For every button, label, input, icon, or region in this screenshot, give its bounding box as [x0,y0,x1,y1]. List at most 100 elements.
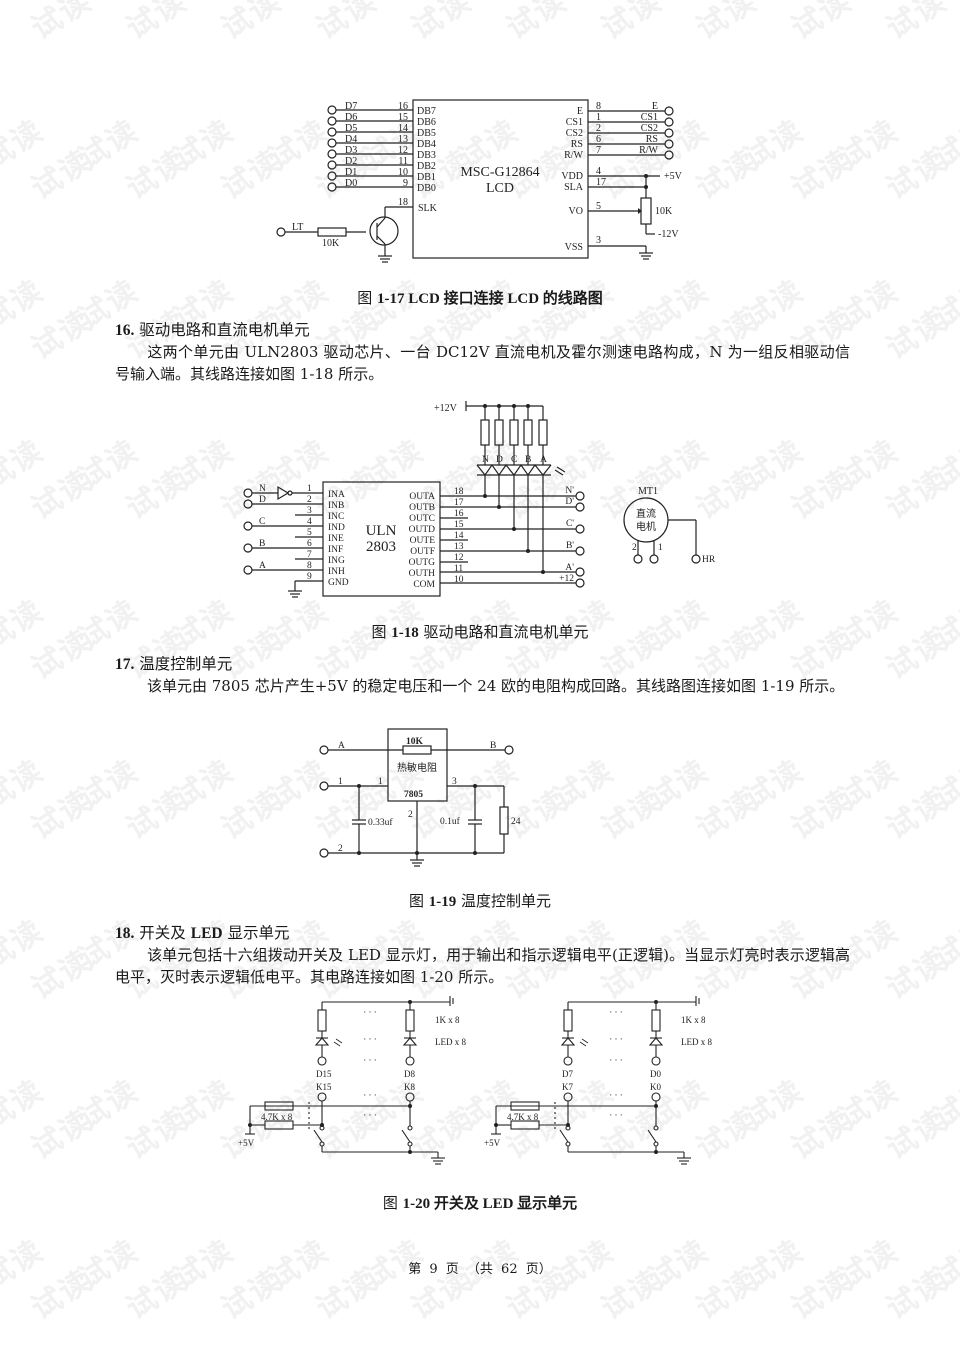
signal-label: D2 [345,156,357,167]
regulator-label: 7805 [404,790,423,800]
section-title: 开关及 [134,924,191,942]
vcc-label: +5V [484,1138,501,1148]
terminal-label: 1 [338,777,343,787]
pin-label: OUTE [410,536,436,546]
section-18-body: 该单元包括十六组拨动开关及 LED 显示灯，用于输出和指示逻辑电平(正逻辑)。当… [115,944,850,988]
section-16-heading: 16. 驱动电路和直流电机单元 [115,318,310,340]
signal-label: E [652,101,658,112]
pin-number: 14 [454,531,464,541]
pullup-label: 4.7K x 8 [261,1112,293,1122]
pin-number: 9 [307,572,312,582]
pin-number: 8 [596,101,601,112]
pin-label: VSS [565,242,583,253]
terminal-label: 2 [338,844,343,854]
signal-label: N' [565,486,574,496]
caption-text: 驱动电路和直流电机单元 [418,623,589,641]
led-terminal-label: D8 [404,1069,415,1079]
led-terminal-label: D0 [650,1069,661,1079]
caption-prefix: 图 [357,289,377,307]
pin-label: GND [328,578,349,588]
section-17-body: 该单元由 7805 芯片产生+5V 的稳定电压和一个 24 欧的电阻构成回路。其… [115,675,850,697]
led-array-label: LED x 8 [681,1037,712,1047]
supply-label: -12V [658,229,679,240]
signal-label: CS2 [641,123,658,134]
pin-label: IND [328,523,345,533]
caption-number: 1-17 [376,291,405,307]
ellipsis: · · · [609,1055,623,1065]
pin-label: SLA [564,182,584,193]
supply-label: +12V [434,403,458,414]
capacitor-label: 0.1uf [440,816,461,827]
pin-number: 1 [596,112,601,123]
figure-1-19-temperature-circuit: A B 1 2 10K 热敏电阻 7805 1 2 3 0.33uf 0.1uf… [319,728,521,867]
pin-label: OUTD [409,525,436,535]
section-title: 驱动电路和直流电机单元 [134,321,310,339]
pot-label: 10K [655,206,673,217]
paragraph-text: 该单元包括十六组拨动开关及 LED 显示灯，用于输出和指示逻辑电平(正逻辑)。当… [115,946,850,986]
figure-1-18-caption: 图 1-18 驱动电路和直流电机单元 [0,621,960,642]
caption-number: 1-19 [428,894,457,910]
signal-label: D1 [345,167,357,178]
caption-text: LCD 接口连接 LCD 的线路图 [404,291,603,307]
ellipsis: · · · [363,1034,377,1044]
ellipsis: · · · [363,1007,377,1017]
resistor-label: 10K [322,238,340,249]
pin-label: DB2 [417,161,436,172]
pin-number: 4 [596,166,601,177]
terminal-label: A [338,741,345,751]
resistor-array-label: 1K x 8 [435,1015,460,1025]
pin-number: 9 [403,178,408,189]
pin-number: 7 [307,550,312,560]
pin-label: DB6 [417,117,436,128]
signal-label: D5 [345,123,357,134]
pin-label: INB [328,501,344,511]
section-17-heading: 17. 温度控制单元 [115,652,232,674]
pin-label: CS2 [566,128,583,139]
pin-number: 5 [596,201,601,212]
signal-label: RS [646,134,658,145]
thermistor-label: 热敏电阻 [397,761,437,774]
switch-terminal-label: K7 [562,1082,573,1092]
figure-1-17-caption: 图 1-17 LCD 接口连接 LCD 的线路图 [0,287,960,308]
pin-number: 12 [398,145,408,156]
pin-label: OUTH [409,569,436,579]
led-terminal-label: D7 [562,1069,573,1079]
pin-label: R/W [564,150,583,161]
pin-number: 2 [307,495,312,505]
pin-number: 5 [307,528,312,538]
led-label: N [482,455,489,465]
switch-terminal-label: K8 [404,1082,415,1092]
pin-label: RS [571,139,583,150]
pin-number: 3 [307,506,312,516]
pin-number: 14 [398,123,408,134]
switch-led-group: · · · · · · · · · · · · · · · 1K x 8 LED… [484,996,712,1165]
pin-number: 6 [596,134,601,145]
pin-number: 18 [398,197,408,208]
pin-number: 3 [596,235,601,246]
pin-number: 1 [307,484,312,494]
pin-label: DB7 [417,106,436,117]
pin-label: DB4 [417,139,436,150]
signal-label: D4 [345,134,357,145]
lcd-chip-name: MSC-G12864 [460,165,539,180]
signal-label: R/W [639,145,658,156]
led-terminal-label: D15 [316,1069,332,1079]
pin-label: INC [328,512,344,522]
ellipsis: · · · [363,1055,377,1065]
pin-number: 1 [378,777,383,787]
switch-terminal-label: K15 [316,1082,332,1092]
pin-number: 16 [398,101,408,112]
section-16-body: 这两个单元由 ULN2803 驱动芯片、一台 DC12V 直流电机及霍尔测速电路… [115,341,850,385]
pin-label: INH [328,567,345,577]
caption-prefix: 图 [382,1194,403,1212]
motor-pin: 2 [632,543,637,553]
signal-label: B' [566,541,574,551]
caption-prefix: 图 [371,623,392,641]
pin-number: 15 [454,520,464,530]
signal-label: D' [565,497,574,507]
pin-label: DB0 [417,183,436,194]
terminal-label: B [490,741,496,751]
motor-label: 直流 [636,507,656,520]
signal-label: D0 [345,178,357,189]
